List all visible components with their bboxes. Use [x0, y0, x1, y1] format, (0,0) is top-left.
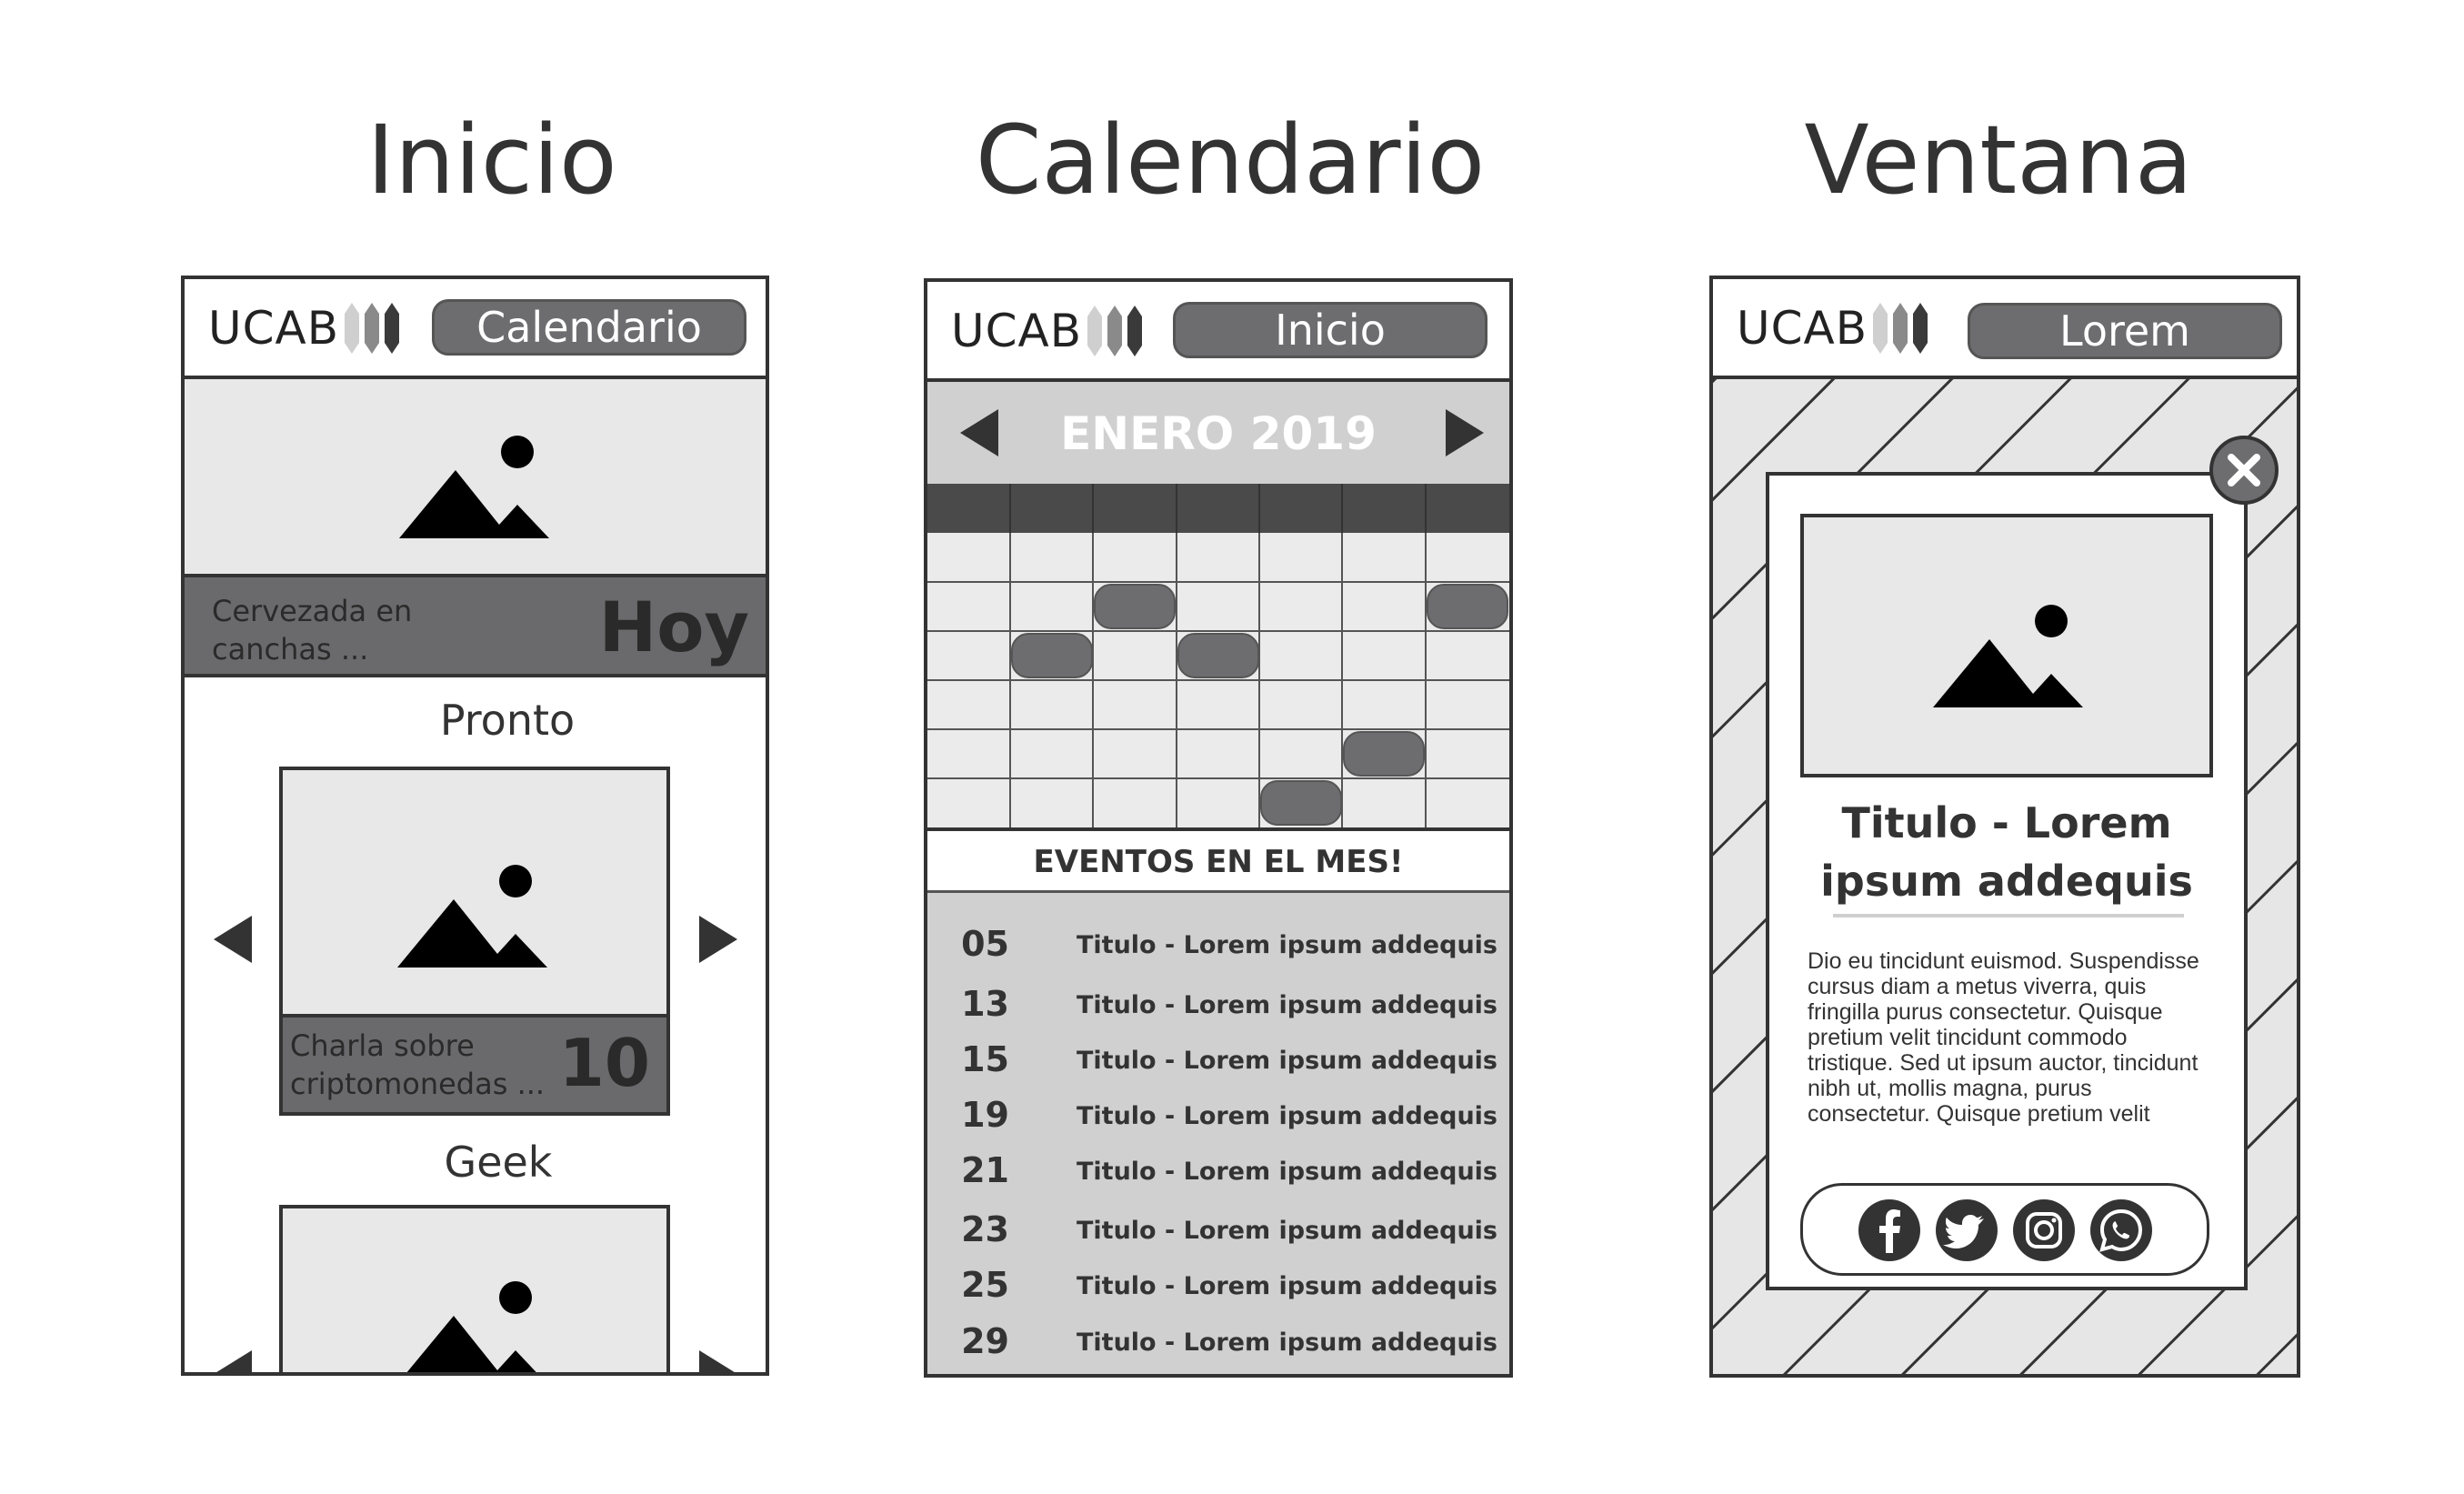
carousel-prev-icon[interactable]	[212, 1349, 254, 1376]
list-item[interactable]: 29 Titulo - Lorem ipsum addequis	[927, 1321, 1509, 1367]
whatsapp-icon[interactable]	[2089, 1198, 2153, 1262]
event-day: 13	[961, 984, 1009, 1024]
event-day: 15	[961, 1039, 1009, 1079]
event-title: Titulo - Lorem ipsum addequis	[1077, 1272, 1497, 1300]
phone-calendario: UCAB Inicio ENERO 2019	[924, 278, 1513, 1378]
list-item[interactable]: 19 Titulo - Lorem ipsum addequis	[927, 1095, 1509, 1140]
title-calendario: Calendario	[975, 105, 1486, 216]
event-title: Titulo - Lorem ipsum addequis	[1077, 991, 1497, 1019]
card-caption: Charla sobre criptomonedas ...	[290, 1028, 546, 1101]
event-day: 25	[961, 1265, 1009, 1305]
instagram-icon[interactable]	[2012, 1198, 2076, 1262]
social-share-bar	[1800, 1183, 2209, 1276]
event-day: 29	[961, 1321, 1009, 1361]
section-heading-pronto: Pronto	[439, 696, 576, 745]
close-icon[interactable]	[2208, 434, 2280, 506]
modal-title: Titulo - Lorem ipsum addequis	[1820, 798, 2193, 906]
event-title: Titulo - Lorem ipsum addequis	[1077, 1047, 1497, 1075]
image-placeholder-icon	[406, 1281, 536, 1372]
featured-badge: Hoy	[598, 587, 749, 667]
card-caption-bar: Charla sobre criptomonedas ... 10	[283, 1014, 666, 1112]
event-title: Titulo - Lorem ipsum addequis	[1077, 1158, 1497, 1186]
modal-body: Dio eu tincidunt euismod. Suspendisse cu…	[1808, 948, 2199, 1127]
featured-image[interactable]	[185, 379, 766, 574]
weekday-header	[927, 484, 1509, 533]
featured-caption: Cervezada en canchas ...	[212, 594, 413, 667]
phone-ventana: UCAB Lorem Titulo - Lorem ipsum addeq	[1709, 276, 2300, 1378]
ucab-mark-icon	[1087, 306, 1143, 356]
image-placeholder-icon	[397, 865, 547, 968]
card-day: 10	[558, 1025, 650, 1101]
event-card[interactable]: Charla sobre criptomonedas ... 10	[279, 767, 670, 1116]
section-heading-geek: Geek	[444, 1138, 553, 1187]
ucab-logo: UCAB	[208, 299, 401, 357]
image-placeholder-icon	[1933, 605, 2083, 707]
carousel-next-icon[interactable]	[697, 914, 739, 965]
app-bar: UCAB Lorem	[1713, 279, 2297, 379]
calendar-event-marker	[1343, 731, 1425, 777]
modal-title-divider	[1833, 914, 2184, 917]
event-day: 19	[961, 1095, 1009, 1135]
list-item[interactable]: 15 Titulo - Lorem ipsum addequis	[927, 1039, 1509, 1085]
nav-button-inicio[interactable]: Inicio	[1173, 302, 1487, 358]
nav-button-calendario[interactable]: Calendario	[432, 299, 746, 356]
calendar-event-marker	[1011, 633, 1093, 678]
logo-text: UCAB	[1737, 302, 1868, 355]
title-inicio: Inicio	[366, 105, 617, 216]
phone-inicio: UCAB Calendario Cervezada en canchas ...…	[181, 276, 769, 1376]
ucab-mark-icon	[345, 303, 400, 354]
event-title: Titulo - Lorem ipsum addequis	[1077, 1329, 1497, 1357]
modal-window: Titulo - Lorem ipsum addequis Dio eu tin…	[1766, 472, 2248, 1290]
event-title: Titulo - Lorem ipsum addequis	[1077, 1102, 1497, 1130]
events-header-label: EVENTOS EN EL MES!	[1033, 844, 1404, 880]
app-bar: UCAB Calendario	[185, 279, 766, 379]
events-header: EVENTOS EN EL MES!	[927, 827, 1509, 893]
month-bar: ENERO 2019	[927, 382, 1509, 484]
calendar-grid[interactable]	[927, 533, 1509, 827]
event-title: Titulo - Lorem ipsum addequis	[1077, 931, 1497, 959]
nav-button-lorem[interactable]: Lorem	[1968, 303, 2282, 359]
event-title: Titulo - Lorem ipsum addequis	[1077, 1217, 1497, 1245]
events-list: 05 Titulo - Lorem ipsum addequis 13 Titu…	[927, 893, 1509, 1374]
modal-image	[1800, 514, 2213, 777]
next-month-icon[interactable]	[1444, 407, 1486, 458]
list-item[interactable]: 21 Titulo - Lorem ipsum addequis	[927, 1150, 1509, 1196]
list-item[interactable]: 25 Titulo - Lorem ipsum addequis	[927, 1265, 1509, 1310]
ucab-logo: UCAB	[1737, 299, 1929, 357]
featured-caption-bar: Cervezada en canchas ... Hoy	[185, 574, 766, 677]
twitter-icon[interactable]	[1935, 1198, 1998, 1262]
list-item[interactable]: 05 Titulo - Lorem ipsum addequis	[927, 924, 1509, 969]
calendar-event-marker	[1260, 780, 1342, 826]
event-day: 05	[961, 924, 1009, 964]
event-card[interactable]	[279, 1205, 670, 1372]
ucab-mark-icon	[1873, 303, 1928, 354]
facebook-icon[interactable]	[1858, 1198, 1921, 1262]
carousel-prev-icon[interactable]	[212, 914, 254, 965]
title-ventana: Ventana	[1804, 105, 2193, 216]
prev-month-icon[interactable]	[958, 407, 1000, 458]
event-day: 21	[961, 1150, 1009, 1190]
ucab-logo: UCAB	[951, 302, 1144, 360]
image-placeholder-icon	[399, 436, 549, 538]
calendar-event-marker	[1177, 633, 1259, 678]
calendar-event-marker	[1094, 584, 1176, 629]
list-item[interactable]: 13 Titulo - Lorem ipsum addequis	[927, 984, 1509, 1029]
event-day: 23	[961, 1209, 1009, 1249]
calendar-event-marker	[1427, 584, 1508, 629]
carousel-next-icon[interactable]	[697, 1349, 739, 1376]
app-bar: UCAB Inicio	[927, 282, 1509, 382]
month-label: ENERO 2019	[1060, 407, 1377, 460]
list-item[interactable]: 23 Titulo - Lorem ipsum addequis	[927, 1209, 1509, 1255]
logo-text: UCAB	[951, 305, 1083, 357]
logo-text: UCAB	[208, 302, 340, 355]
